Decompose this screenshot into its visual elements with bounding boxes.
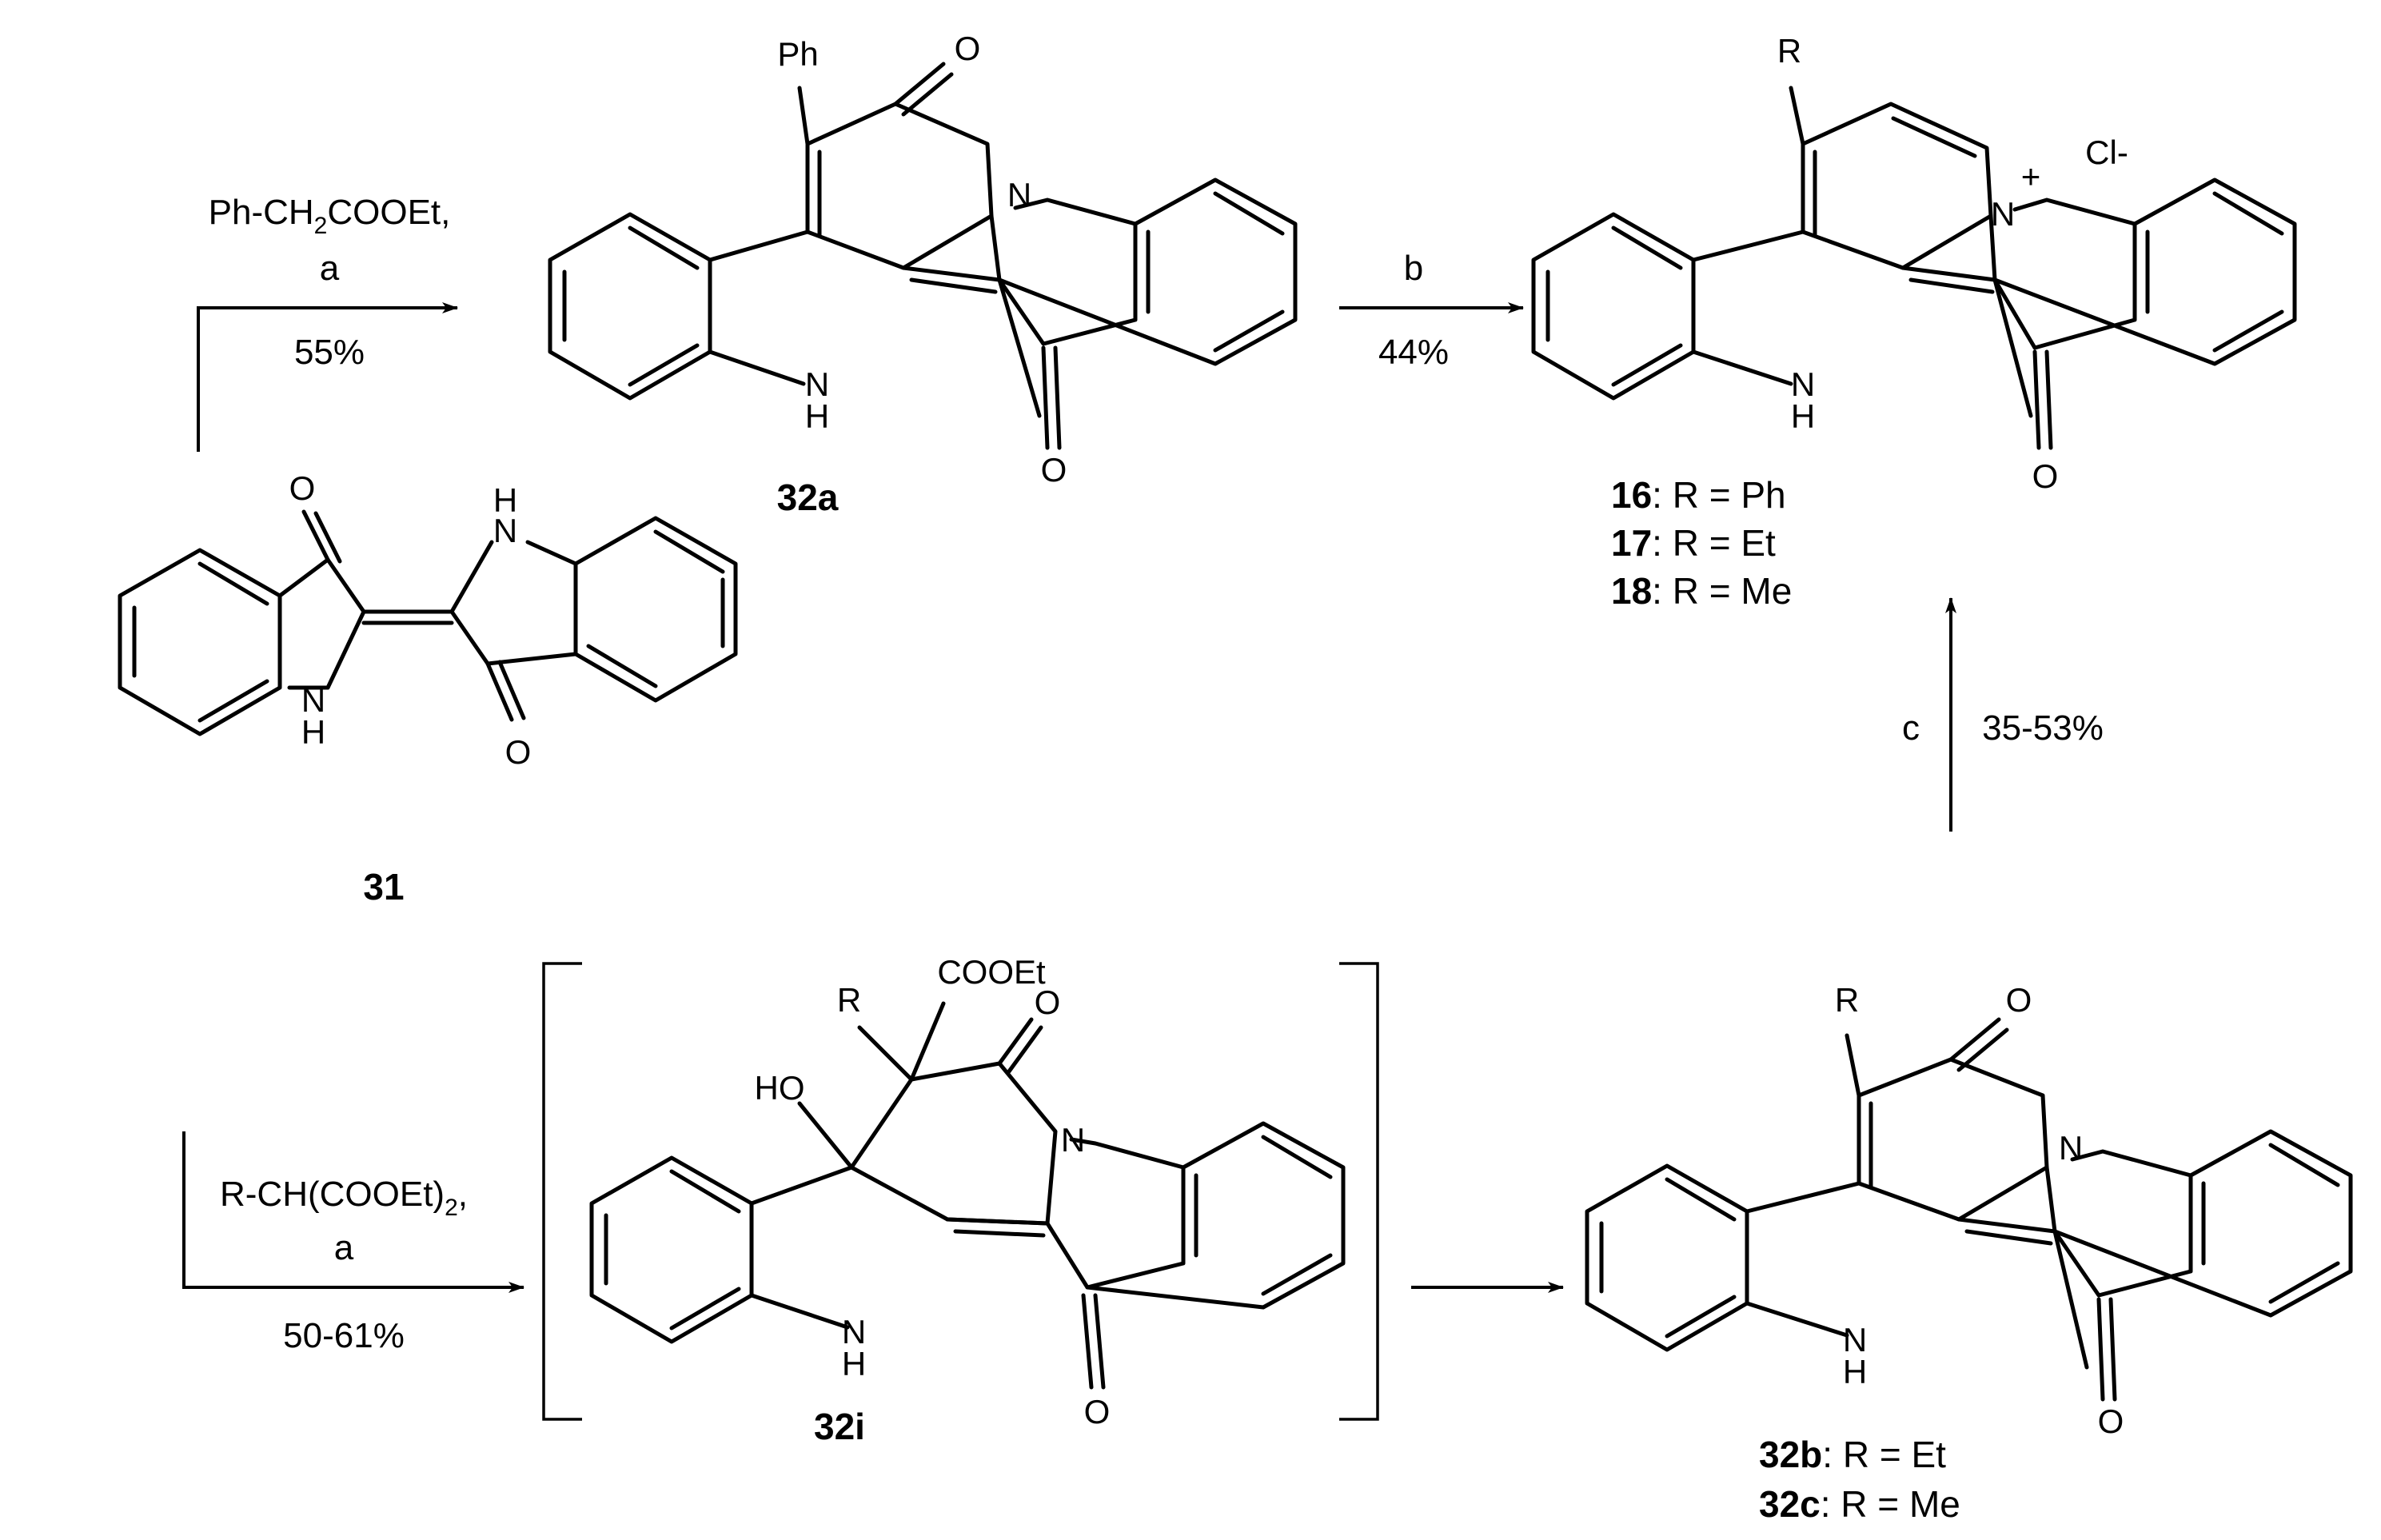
atom-nitrogen: N: [842, 1313, 866, 1350]
compound-32a-structure: [548, 62, 1298, 450]
compound-16-18-structure: [1531, 86, 2297, 450]
step-a-bottom: a: [334, 1228, 354, 1267]
atom-oxygen: O: [2006, 981, 2032, 1019]
compound-32c-line: 32c: R = Me: [1759, 1483, 1960, 1525]
compound-32b-32c-structure: [1585, 1017, 2353, 1402]
atom-nitrogen: N: [2059, 1129, 2083, 1167]
step-c: c: [1902, 708, 1920, 748]
substituent-17: : R = Et: [1652, 522, 1776, 564]
compound-31-structure: [118, 509, 738, 736]
arrow-a-to-32i: [182, 1131, 524, 1293]
compound-label-32a: 32a: [777, 477, 839, 518]
atom-nitrogen: N: [805, 365, 829, 403]
compound-32i-structure: [589, 1001, 1346, 1390]
atom-hydrogen: H: [493, 481, 517, 519]
ester-substituent: COOEt: [937, 953, 1046, 991]
atom-nitrogen: N: [301, 681, 325, 719]
atom-oxygen: O: [505, 733, 532, 771]
compound-label-32b: 32b: [1759, 1434, 1822, 1475]
atom-nitrogen: N: [1061, 1121, 1085, 1159]
hydroxyl-group: HO: [755, 1069, 805, 1107]
substituent-16: : R = Ph: [1652, 474, 1785, 516]
atom-nitrogen: N: [1791, 365, 1815, 403]
positive-charge: +: [2021, 158, 2041, 195]
chloride-counterion: Cl-: [2085, 134, 2128, 171]
r-substituent: R: [1777, 32, 1801, 70]
r-substituent: R: [837, 981, 861, 1019]
atom-hydrogen: H: [1791, 397, 1815, 435]
compound-label-17: 17: [1611, 522, 1652, 564]
r-substituent: R: [1835, 981, 1859, 1019]
step-a-top: a: [320, 249, 340, 288]
yield-a-top: 55%: [294, 333, 365, 372]
yield-a-bottom: 50-61%: [283, 1316, 405, 1355]
compound-label-32i: 32i: [814, 1406, 865, 1447]
atom-hydrogen: H: [842, 1345, 866, 1382]
substituent-18: : R = Me: [1652, 570, 1792, 612]
compound-label-16: 16: [1611, 474, 1652, 516]
atom-oxygen: O: [1084, 1393, 1111, 1430]
arrow-a-to-32a: [197, 302, 458, 452]
substituent-32b: : R = Et: [1822, 1434, 1946, 1475]
right-bracket: [1339, 962, 1379, 1421]
phenyl-substituent: Ph: [777, 35, 818, 73]
atom-oxygen: O: [2032, 457, 2059, 495]
substituent-32c: : R = Me: [1821, 1483, 1960, 1525]
yield-b: 44%: [1378, 333, 1449, 372]
atom-nitrogen: N: [1007, 176, 1031, 213]
atom-nitrogen: N: [1843, 1321, 1867, 1358]
atom-oxygen: O: [955, 30, 981, 67]
atom-hydrogen: H: [301, 713, 325, 751]
atom-oxygen: O: [289, 469, 316, 507]
atom-nitrogen: N: [1991, 195, 2015, 233]
reagent-a-bottom: R-CH(COOEt)2,: [220, 1175, 468, 1221]
atom-hydrogen: H: [1843, 1353, 1867, 1390]
atom-oxygen: O: [2098, 1402, 2124, 1440]
step-b: b: [1404, 249, 1423, 288]
compound-18-line: 18: R = Me: [1611, 570, 1792, 612]
left-bracket: [542, 962, 582, 1421]
compound-17-line: 17: R = Et: [1611, 522, 1776, 564]
compound-label-32c: 32c: [1759, 1483, 1821, 1525]
yield-c: 35-53%: [1982, 708, 2104, 748]
compound-32b-line: 32b: R = Et: [1759, 1434, 1946, 1475]
atom-oxygen: O: [1035, 983, 1061, 1021]
atom-hydrogen: H: [805, 397, 829, 435]
compound-label-31: 31: [363, 866, 404, 908]
atom-oxygen: O: [1041, 451, 1067, 489]
reagent-a-top: Ph-CH2COOEt,: [209, 193, 451, 239]
atom-nitrogen: N: [493, 512, 517, 549]
compound-label-18: 18: [1611, 570, 1652, 612]
compound-16-line: 16: R = Ph: [1611, 474, 1786, 516]
